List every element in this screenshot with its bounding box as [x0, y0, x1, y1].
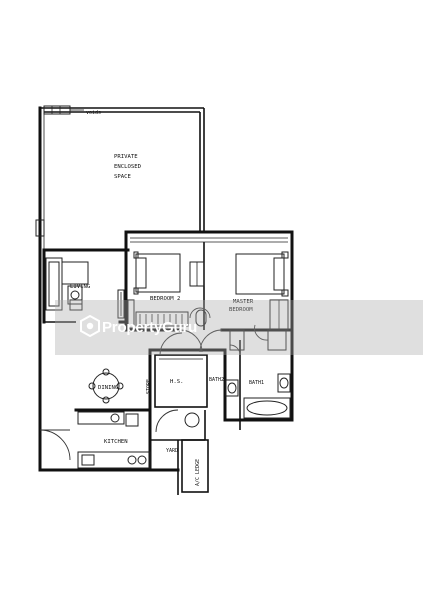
store-label: STORE [146, 379, 152, 394]
yard-label: YARD [166, 448, 178, 454]
dining-label: DINING [98, 385, 119, 391]
pes-label-line1: PRIVATE [114, 154, 138, 160]
bedroom2-furniture [127, 251, 205, 329]
living-label: LIVING [70, 284, 91, 290]
bath1-label: BATH1 [249, 380, 264, 386]
bedroom2-label: BEDROOM 2 [150, 296, 180, 302]
bath2-label: BATH2 [209, 377, 224, 383]
watermark-band [55, 300, 423, 355]
master-label-line1: MASTER [233, 299, 254, 305]
pes-walls [35, 105, 205, 472]
master-label-line2: BEDROOM [229, 307, 253, 313]
pes-label-line3: SPACE [114, 174, 131, 180]
master-furniture [229, 251, 289, 351]
voids-label: voids [86, 110, 101, 116]
hs-label: H.S. [170, 379, 183, 385]
doors [39, 307, 269, 461]
room-labels: voids PRIVATE ENCLOSED SPACE LIVING BEDR… [70, 110, 264, 486]
propertyguru-logo-icon [80, 315, 100, 337]
service-fixtures [77, 368, 291, 469]
living-furniture [45, 257, 125, 319]
kitchen-label: KITCHEN [104, 439, 128, 445]
watermark-text: PropertyGuru [102, 319, 198, 336]
ac-ledge-label: A/C LEDGE [195, 459, 201, 486]
pes-label-line2: ENCLOSED [114, 164, 142, 170]
